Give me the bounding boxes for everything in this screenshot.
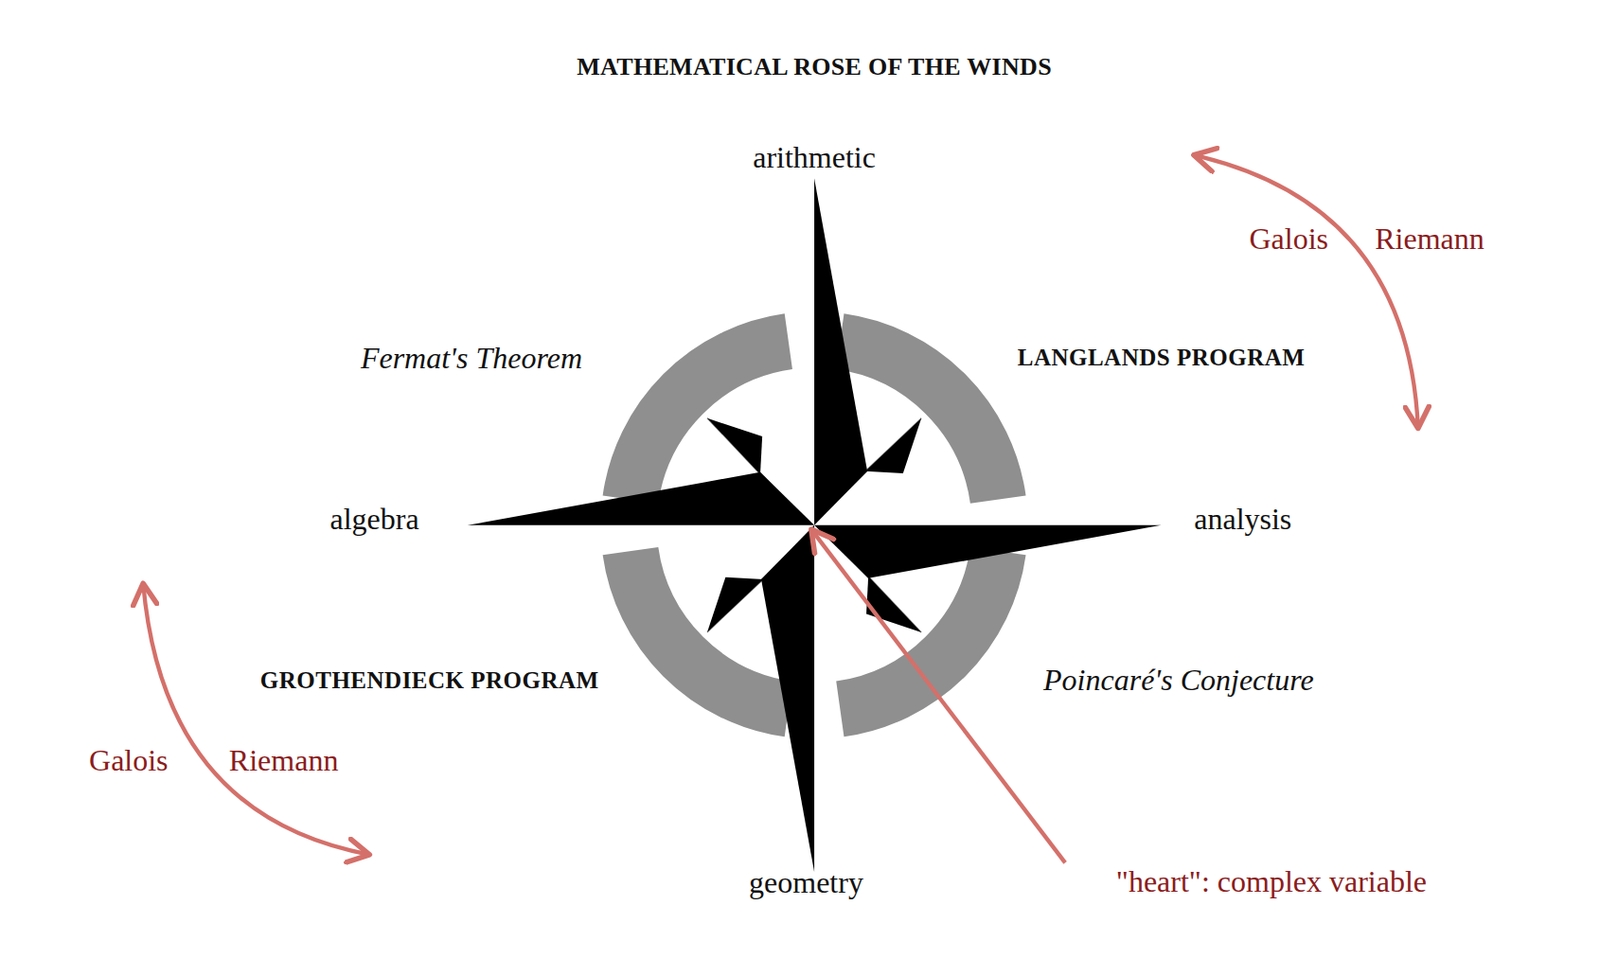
direction-label: analysis bbox=[1193, 501, 1292, 537]
minor-point-dark bbox=[866, 576, 922, 633]
program-label: LANGLANDS PROGRAM bbox=[1017, 344, 1306, 373]
ring-arc bbox=[839, 341, 998, 500]
major-point bbox=[814, 525, 1161, 579]
major-point bbox=[761, 525, 815, 872]
mathematician-name: Galois bbox=[88, 743, 169, 779]
ring-arc bbox=[630, 341, 789, 500]
minor-point-dark bbox=[707, 418, 763, 475]
double-arrow bbox=[1193, 155, 1419, 429]
minor-point-dark bbox=[865, 418, 922, 474]
direction-label: arithmetic bbox=[752, 140, 876, 176]
theorem-label: Fermat's Theorem bbox=[360, 340, 583, 376]
compass-star bbox=[467, 178, 1162, 873]
mathematician-name: Galois bbox=[1248, 221, 1329, 257]
star-arm-group bbox=[467, 418, 815, 526]
direction-label: algebra bbox=[329, 501, 419, 537]
leader-arrow bbox=[811, 529, 1066, 863]
program-label: GROTHENDIECK PROGRAM bbox=[260, 667, 600, 695]
star-arm-group bbox=[707, 525, 815, 872]
star-arm-group bbox=[814, 525, 1161, 633]
ring-arc bbox=[839, 551, 998, 710]
star-arm-group bbox=[814, 178, 922, 526]
diagram-title: MATHEMATICAL ROSE OF THE WINDS bbox=[576, 53, 1052, 82]
mathematician-name: Riemann bbox=[1374, 221, 1485, 257]
ring-arc bbox=[630, 551, 789, 710]
theorem-label: Poincaré's Conjecture bbox=[1043, 662, 1315, 698]
minor-point-dark bbox=[707, 577, 764, 633]
callout-note: "heart": complex variable bbox=[1116, 864, 1427, 900]
major-point bbox=[467, 472, 815, 526]
mathematician-name: Riemann bbox=[229, 743, 339, 779]
major-point bbox=[814, 178, 868, 526]
double-arrow bbox=[142, 583, 370, 855]
direction-label: geometry bbox=[748, 865, 864, 901]
